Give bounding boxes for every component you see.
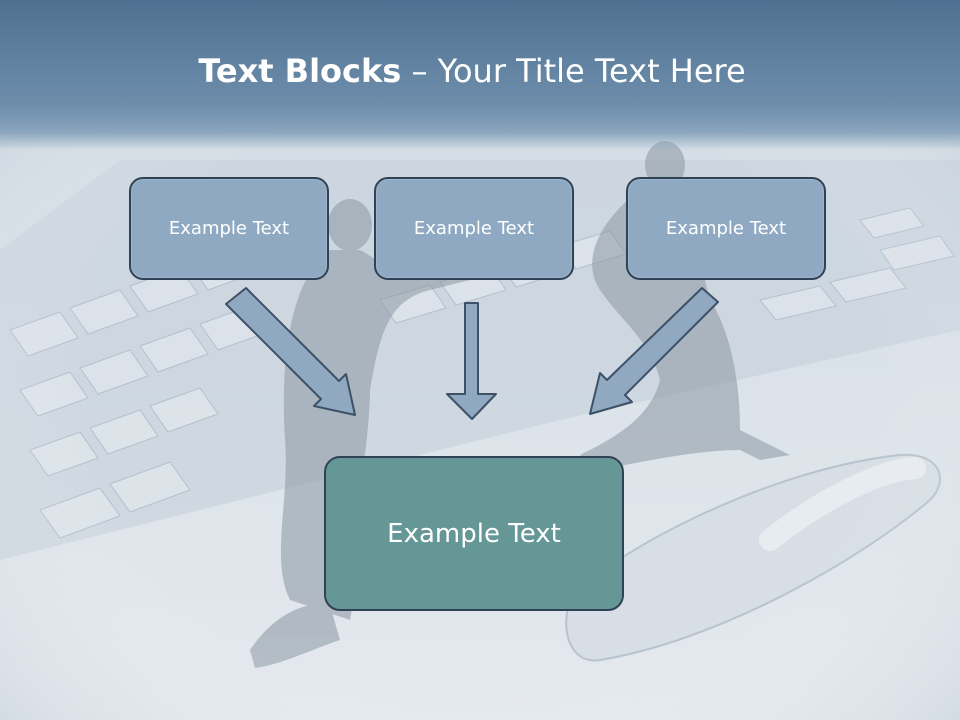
title-rest: Your Title Text Here (437, 52, 746, 90)
text-block-center[interactable]: Example Text (374, 177, 574, 280)
text-block-center-label: Example Text (413, 218, 535, 239)
title-band (0, 0, 960, 150)
text-block-left-label: Example Text (168, 218, 290, 239)
text-block-right[interactable]: Example Text (626, 177, 826, 280)
text-block-left[interactable]: Example Text (129, 177, 329, 280)
title-bold-part: Text Blocks (198, 52, 402, 90)
text-block-right-label: Example Text (665, 218, 787, 239)
title-dash: – (401, 52, 438, 90)
text-block-bottom-label: Example Text (387, 518, 561, 549)
slide-title: Text Blocks – Your Title Text Here (0, 52, 944, 90)
text-block-bottom[interactable]: Example Text (324, 456, 624, 611)
